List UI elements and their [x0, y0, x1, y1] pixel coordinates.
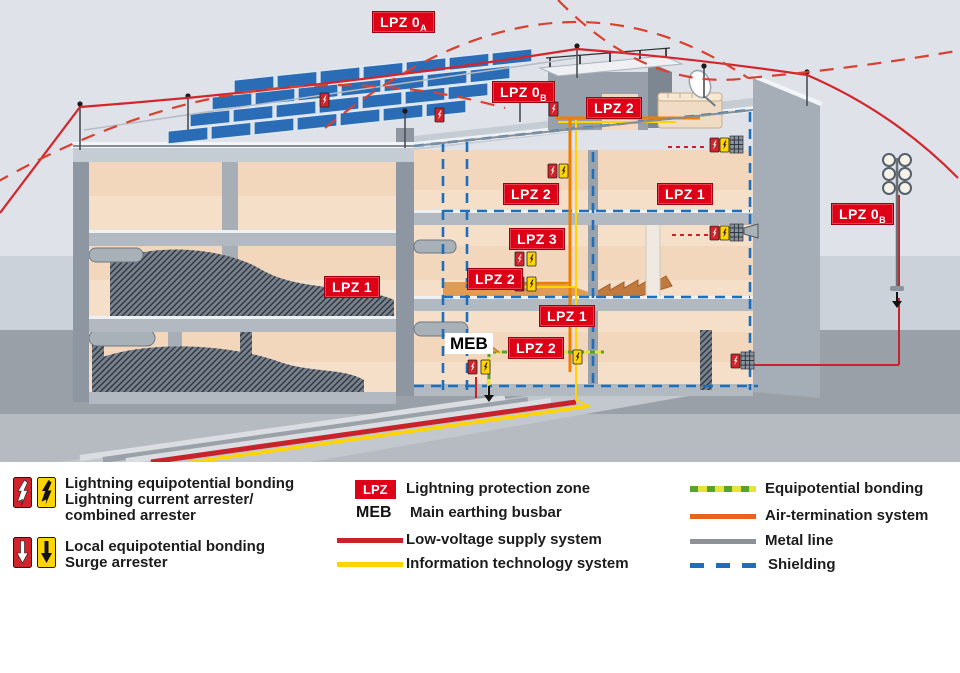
zone-label-lpz2-penthouse: LPZ 2: [586, 97, 643, 119]
zone-label-lpz3: LPZ 3: [509, 228, 566, 250]
legend: Lightning equipotential bonding Lightnin…: [0, 462, 960, 673]
floodlight-pole: [882, 153, 912, 309]
legend-swatch-air-termination: [690, 514, 756, 519]
legend-lpz-badge: LPZ: [355, 480, 396, 499]
legend-lpz-label: Lightning protection zone: [406, 480, 591, 497]
zone-label-lpz0b-roof: LPZ 0B: [492, 81, 556, 103]
zone-label-lpz1-ground: LPZ 1: [539, 305, 596, 327]
legend-low-voltage-label: Low-voltage supply system: [406, 531, 602, 548]
lightning-current-arrester-icon-red: [13, 477, 32, 508]
legend-meb-label: Main earthing busbar: [410, 504, 562, 521]
zone-label-lpz0a: LPZ 0A: [372, 11, 436, 33]
zone-label-lpz2-floor2: LPZ 2: [503, 183, 560, 205]
legend-swatch-shielding: [690, 563, 756, 568]
meb-tag: MEB: [445, 333, 493, 354]
legend-shielding-label: Shielding: [768, 556, 836, 573]
left-building-block: [71, 128, 416, 404]
surge-arrester-icon-red: [13, 537, 32, 568]
zone-label-lpz2-entry: LPZ 2: [508, 337, 565, 359]
low-voltage-cable: [150, 399, 577, 465]
legend-swatch-it-system: [337, 562, 403, 567]
zone-label-lpz2-mezzanine: LPZ 2: [467, 268, 524, 290]
legend-it-system-label: Information technology system: [406, 555, 629, 572]
legend-air-termination-label: Air-termination system: [765, 507, 929, 524]
it-cable: [164, 404, 591, 468]
legend-equipotential-label: Equipotential bonding: [765, 480, 924, 497]
rolling-sphere-arcs: [0, 0, 960, 182]
legend-swatch-metal-line: [690, 539, 756, 544]
camera: [743, 223, 759, 239]
underground-services: [60, 394, 700, 468]
legend-swatch-equipotential: [690, 486, 756, 492]
zone-label-lpz0b-pole: LPZ 0B: [831, 203, 895, 225]
lightning-current-arrester-icon-yellow: [37, 477, 56, 508]
surge-arrester-icon-yellow: [37, 537, 56, 568]
legend-local-bonding-text: Local equipotential bonding Surge arrest…: [65, 538, 265, 571]
low-voltage-routes: [668, 146, 900, 366]
zone-label-lpz1-left: LPZ 1: [324, 276, 381, 298]
legend-swatch-low-voltage: [337, 538, 403, 543]
legend-meb-abbr: MEB: [356, 504, 392, 521]
legend-lightning-bonding-text: Lightning equipotential bonding Lightnin…: [65, 475, 295, 524]
zone-label-lpz1-floor2: LPZ 1: [657, 183, 714, 205]
legend-metal-line-label: Metal line: [765, 532, 834, 549]
